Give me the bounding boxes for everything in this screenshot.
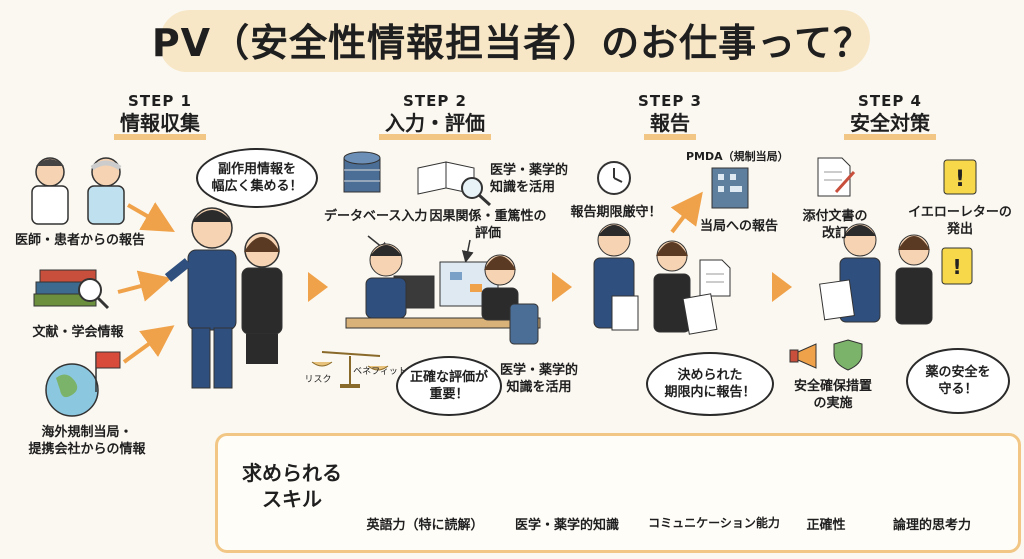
page-title: PV（安全性情報担当者）のお仕事って？: [151, 21, 873, 65]
step-4-label: STEP 4: [858, 92, 922, 110]
step-2-name: 入力・評価: [379, 112, 491, 140]
knowledge-bottom-label: 医学・薬学的 知識を活用: [499, 363, 578, 395]
clock-icon: [597, 161, 631, 195]
database-icon: [343, 151, 381, 193]
source-overseas: 海外規制当局・ 提携会社からの情報: [28, 425, 146, 457]
flow-arrow: [127, 202, 175, 232]
report-document-icon: [699, 259, 731, 297]
label-revision: 添付文書の 改訂: [802, 209, 868, 241]
step-1-header: STEP 1 情報収集: [80, 92, 240, 140]
skills-title: 求められる スキル: [242, 461, 342, 511]
step-arrow-icon: [552, 272, 572, 302]
step-3-label: STEP 3: [638, 92, 702, 110]
step-1-label: STEP 1: [128, 92, 192, 110]
source-literature: 文献・学会情報: [32, 325, 124, 340]
benefit-label: ベネフィット: [353, 367, 407, 377]
database-input-label: データベース入力: [324, 209, 428, 224]
megaphone-shield-icon: [789, 339, 863, 371]
pointer-arrow: [461, 239, 474, 263]
source-doctor-patient: 医師・患者からの報告: [14, 233, 145, 248]
warning-card-icon: !: [943, 159, 977, 195]
step2-speech-bubble: 正確な評価が重要！: [396, 356, 502, 416]
flow-arrow: [122, 325, 175, 364]
label-measures: 安全確保措置 の実施: [793, 379, 872, 411]
step1-speech-bubble: 副作用情報を幅広く集める！: [196, 148, 318, 208]
skill-communication: コミュニケーション能力: [648, 516, 780, 530]
flow-arrow: [670, 191, 703, 234]
title-highlight: [160, 10, 870, 72]
desk-scene: [345, 243, 541, 345]
book-magnifier-icon: [417, 161, 492, 207]
step3-workers-figure: [593, 223, 718, 335]
report-to-authority-label: 当局への報告: [699, 219, 778, 234]
skills-panel: [215, 433, 1021, 553]
regulator-building-icon: [711, 167, 749, 209]
literature-books-icon: [33, 269, 110, 310]
skill-logical-thinking: 論理的思考力: [892, 518, 971, 533]
balance-scale-icon: [311, 351, 389, 388]
skill-english: 英語力（特に読解）: [366, 518, 484, 533]
skill-accuracy: 正確性: [806, 518, 846, 533]
step4-speech-bubble: 薬の安全を守る！: [906, 348, 1010, 414]
causality-label: 因果関係・重篤性の 評価: [429, 209, 547, 241]
step-3-name: 報告: [644, 112, 696, 140]
doctor-patient-icon: [31, 157, 125, 225]
step-1-name: 情報収集: [114, 112, 206, 140]
pmda-label: PMDA（規制当局）: [686, 150, 789, 163]
step-arrow-icon: [308, 272, 328, 302]
step4-workers-figure: !: [819, 223, 973, 325]
step-3-header: STEP 3 報告: [590, 92, 750, 140]
flow-arrow: [117, 270, 172, 302]
svg-text:!: !: [952, 255, 961, 279]
label-yellow-letter: イエローレターの 発出: [908, 205, 1012, 237]
step-4-name: 安全対策: [844, 112, 936, 140]
step3-speech-bubble: 決められた期限内に報告！: [646, 352, 774, 416]
risk-label: リスク: [304, 375, 332, 385]
deadline-label: 報告期限厳守！: [570, 205, 662, 220]
globe-icon: [45, 351, 121, 417]
knowledge-top-label: 医学・薬学的 知識を活用: [490, 163, 569, 195]
svg-text:!: !: [955, 167, 965, 192]
female-worker-figure: [241, 232, 283, 364]
skill-medical-knowledge: 医学・薬学的知識: [514, 518, 619, 533]
step-2-header: STEP 2 入力・評価: [355, 92, 515, 140]
step-arrow-icon: [772, 272, 792, 302]
step-2-label: STEP 2: [403, 92, 467, 110]
male-worker-figure: [164, 207, 237, 389]
document-edit-icon: [817, 157, 856, 197]
step-4-header: STEP 4 安全対策: [810, 92, 970, 140]
